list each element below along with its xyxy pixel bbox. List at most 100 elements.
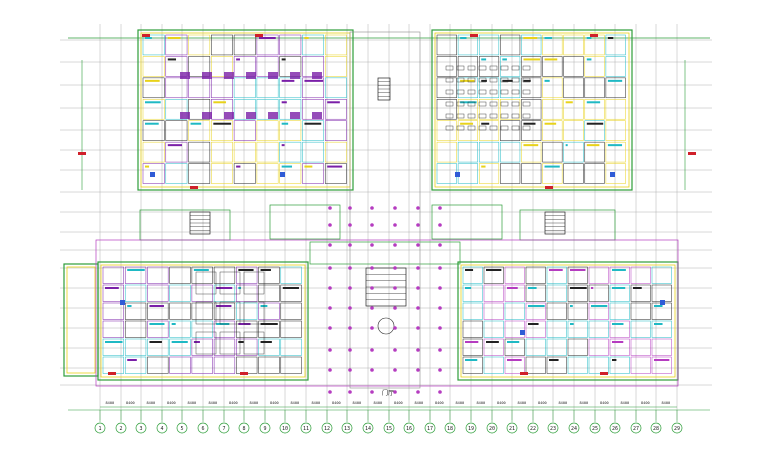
block-annex-left (63, 263, 99, 377)
furniture (304, 165, 313, 168)
axis-label: 29 (674, 426, 680, 432)
room (462, 302, 483, 320)
room (233, 120, 256, 141)
furniture (216, 287, 233, 289)
room (236, 302, 258, 320)
column (328, 266, 332, 270)
room (542, 141, 563, 163)
purple-fixture (312, 72, 322, 79)
bench-block (195, 331, 217, 355)
room (542, 56, 563, 77)
furniture (570, 287, 587, 289)
purple-fixture (268, 112, 278, 119)
room (169, 266, 191, 284)
room (102, 302, 124, 320)
column (348, 326, 352, 330)
room (436, 163, 457, 184)
room (165, 77, 188, 99)
room (630, 266, 651, 284)
room (324, 34, 347, 56)
dimension-text: 8400 (662, 401, 671, 405)
furniture (258, 37, 276, 39)
seat-row (489, 101, 498, 107)
furniture (460, 37, 467, 39)
furniture (481, 122, 490, 125)
blue-marker (120, 300, 125, 305)
furniture (586, 122, 604, 125)
room (302, 99, 324, 120)
dimension-text: 8400 (126, 401, 135, 405)
room (256, 56, 279, 77)
seat-row (511, 101, 520, 107)
room (651, 284, 672, 302)
room (211, 77, 233, 99)
furniture (213, 101, 226, 104)
seat-row (500, 65, 509, 71)
room (256, 77, 279, 99)
furniture (282, 287, 299, 289)
seat-row (478, 125, 487, 131)
furniture (281, 101, 287, 104)
room (478, 163, 500, 184)
room (124, 338, 147, 356)
column (438, 266, 442, 270)
furniture (105, 341, 123, 343)
furniture (586, 37, 592, 39)
furniture (260, 341, 272, 343)
room (147, 338, 169, 356)
seat-row (511, 125, 520, 131)
seat-row (445, 113, 454, 119)
furniture (145, 101, 161, 104)
room (588, 338, 609, 356)
dimension-text: 8400 (394, 401, 403, 405)
seat-row (489, 89, 498, 95)
seat-row (522, 101, 531, 107)
axis-bubble (259, 422, 271, 434)
furniture (127, 305, 132, 307)
seat-row (456, 89, 465, 95)
axis-bubble (630, 422, 642, 434)
axis-bubble (403, 422, 415, 434)
column (393, 266, 397, 270)
room (504, 338, 525, 356)
room (233, 99, 256, 120)
red-marker (78, 152, 86, 155)
purple-fixture (224, 112, 234, 119)
dimension-text: 8400 (641, 401, 650, 405)
room (165, 141, 188, 163)
room (102, 356, 124, 374)
room (457, 56, 478, 77)
room (525, 356, 546, 374)
seat-row (456, 113, 465, 119)
bench-block (219, 271, 241, 295)
room (546, 266, 567, 284)
axis-bubble (589, 422, 601, 434)
column (438, 348, 442, 352)
column (370, 223, 374, 227)
room (188, 141, 211, 163)
furniture (570, 323, 574, 325)
dimension-text: 8400 (518, 401, 527, 405)
purple-fixture (290, 72, 300, 79)
seat-row (500, 101, 509, 107)
room (102, 266, 124, 284)
stair-wells (189, 77, 566, 335)
axis-bubble (650, 422, 662, 434)
axis-bubble (176, 422, 188, 434)
room (462, 356, 483, 374)
furniture (544, 79, 550, 82)
blue-marker (660, 300, 665, 305)
room (546, 284, 567, 302)
axis-label: 14 (365, 426, 371, 432)
dimension-text: 8400 (435, 401, 444, 405)
column (438, 368, 442, 372)
axis-label: 20 (489, 426, 495, 432)
column (393, 243, 397, 247)
ramp-circle (377, 317, 395, 335)
axis-bubble (218, 422, 230, 434)
dimension-text: 8400 (374, 401, 383, 405)
room (609, 266, 630, 284)
bench-block (195, 301, 217, 325)
room (584, 77, 605, 99)
room (436, 99, 457, 120)
